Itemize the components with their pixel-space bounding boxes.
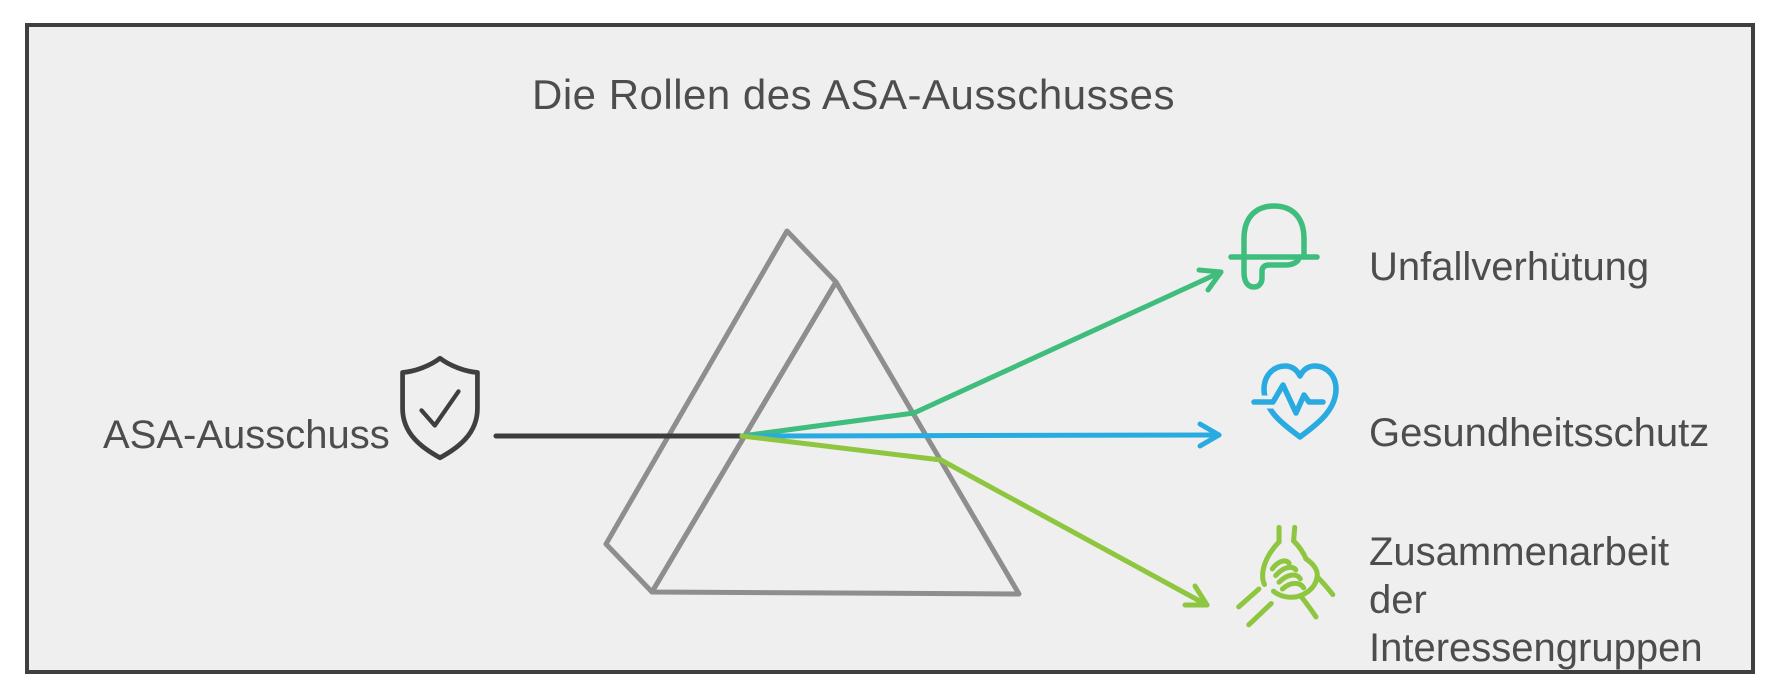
heart-pulse-icon [1247, 363, 1339, 440]
shield-check-icon [400, 355, 480, 461]
source-label: ASA-Ausschuss [103, 413, 390, 457]
role-label-unfallverhuetung: Unfallverhütung [1369, 245, 1650, 289]
diagram-frame: Die Rollen des ASA-Ausschusses ASA-Aussc… [25, 23, 1755, 674]
beam-gesundheitsschutz [739, 421, 1222, 449]
diagram-title: Die Rollen des ASA-Ausschusses [532, 71, 1175, 118]
role-label-gesundheitsschutz: Gesundheitsschutz [1369, 411, 1710, 455]
prism-and-beams [493, 228, 1224, 608]
helmet-icon [1228, 203, 1320, 290]
prism-shape [603, 228, 1022, 597]
beam-zusammenarbeit [739, 433, 1210, 608]
role-label-zusammenarbeit: Zusammenarbeit der Interessengruppen [1369, 528, 1703, 672]
role-label-line: Zusammenarbeit [1369, 530, 1670, 574]
role-label-line: Interessengruppen [1369, 626, 1703, 670]
beam-unfallverhuetung [739, 267, 1224, 439]
hands-teamwork-icon [1236, 524, 1336, 628]
role-label-line: der [1369, 578, 1427, 622]
